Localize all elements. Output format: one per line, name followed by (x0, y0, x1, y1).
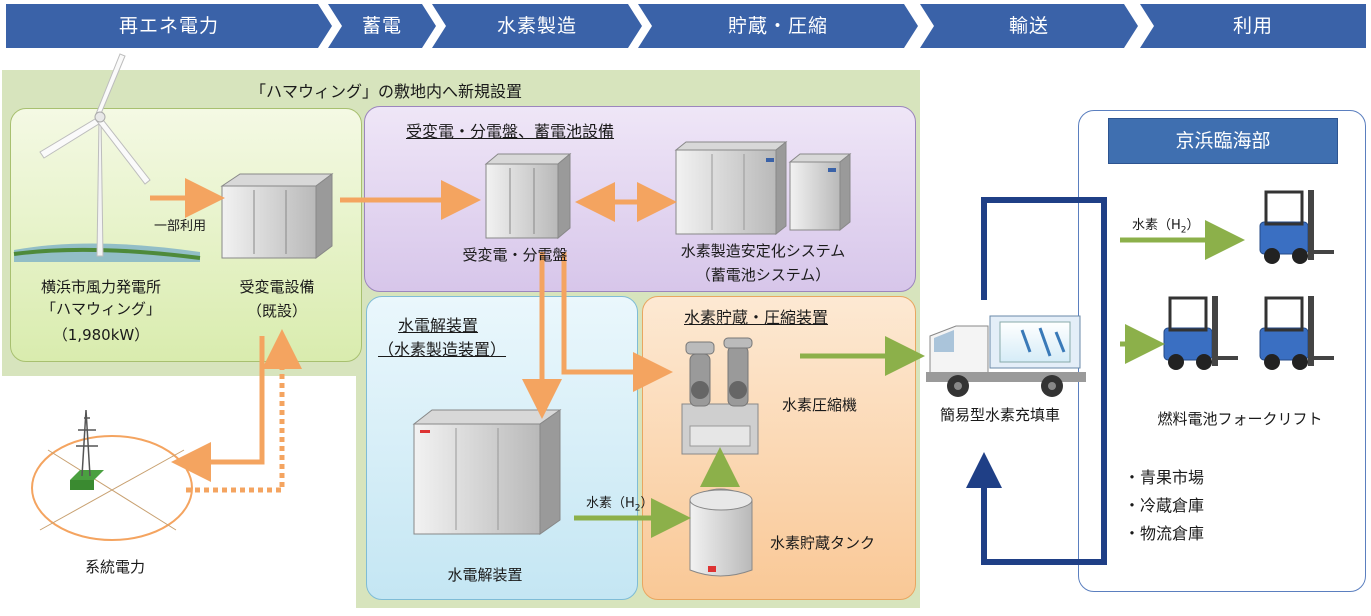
stage-label: 輸送 (1008, 15, 1049, 37)
chevron-shape (6, 4, 332, 48)
substation-cabinet-icon (220, 173, 334, 259)
switchboard-label: 受変電・分電盤 (462, 246, 568, 264)
hydrogen-tank-icon (689, 488, 753, 577)
compressor-label: 水素圧縮機 (782, 396, 858, 414)
wind-plant-nickname: 「ハマウィング」 (40, 300, 161, 318)
wind-plant-capacity: （1,980kW） (52, 326, 150, 344)
forklift-label: 燃料電池フォークリフト (1157, 410, 1323, 428)
tank-label: 水素貯蔵タンク (770, 534, 876, 552)
switchboard-icon (484, 152, 572, 240)
battery-system-label: 水素製造安定化システム (680, 242, 846, 260)
storage-title: 水素貯蔵・圧縮装置 (684, 308, 829, 327)
truck-label: 簡易型水素充填車 (939, 406, 1060, 424)
hydrogen-flow-arrows (574, 220, 1245, 538)
forklift-icon (1259, 296, 1334, 370)
stage-usage: 利用 (1140, 4, 1366, 48)
substation-existing-note: （既設） (246, 302, 307, 320)
keihin-title: 京浜臨海部 (1108, 118, 1338, 164)
hydrogen-label-1: 水素（H2） (586, 496, 654, 514)
stage-label: 利用 (1232, 15, 1273, 37)
stage-storage-power: 蓄電 (328, 4, 436, 48)
substation-label: 受変電設備 (239, 278, 315, 296)
place-item: ・冷蔵倉庫 (1124, 496, 1205, 515)
hydrogen-truck-icon (926, 315, 1086, 397)
stage-label: 水素製造 (496, 15, 577, 37)
stage-transport: 輸送 (920, 4, 1138, 48)
chevron-shape (432, 4, 642, 48)
electrolyzer-label: 水電解装置 (447, 566, 523, 584)
hydrogen-label-2: 水素（H2） (1132, 218, 1200, 236)
battery-system-icon (674, 140, 852, 236)
site-label: 「ハマウィング」の敷地内へ新規設置 (250, 82, 523, 101)
electrolyzer-icon (412, 409, 562, 535)
stage-label: 貯蔵・圧縮 (727, 15, 828, 37)
chevron-shape (920, 4, 1138, 48)
chevron-shape (1140, 4, 1366, 48)
battery-system-note: （蓄電池システム） (695, 266, 831, 284)
electrolysis-subtitle: （水素製造装置） (378, 340, 507, 359)
place-item: ・物流倉庫 (1124, 524, 1205, 543)
partial-use-label: 一部利用 (154, 219, 207, 234)
stage-renewable: 再エネ電力 (6, 4, 332, 48)
chevron-shape (328, 4, 436, 48)
power-flow-arrows (150, 178, 677, 493)
chevron-shape (638, 4, 918, 48)
stage-hydrogen-production: 水素製造 (432, 4, 642, 48)
electrolysis-title: 水電解装置 (398, 316, 479, 335)
place-item: ・青果市場 (1124, 468, 1205, 487)
wind-turbine-icon (13, 53, 201, 262)
forklift-icon (1163, 296, 1238, 370)
stage-label: 再エネ電力 (118, 15, 219, 37)
compressor-icon (681, 337, 759, 455)
stage-label: 蓄電 (361, 15, 402, 37)
wind-plant-name: 横浜市風力発電所 (40, 278, 161, 296)
grid-tower-icon (31, 409, 193, 541)
forklift-icon (1259, 190, 1334, 264)
stage-storage-compression: 貯蔵・圧縮 (638, 4, 918, 48)
grid-label: 系統電力 (84, 558, 145, 576)
delivery-loop-arrow (966, 197, 1107, 565)
power-section-title: 受変電・分電盤、蓄電池設備 (406, 122, 615, 141)
